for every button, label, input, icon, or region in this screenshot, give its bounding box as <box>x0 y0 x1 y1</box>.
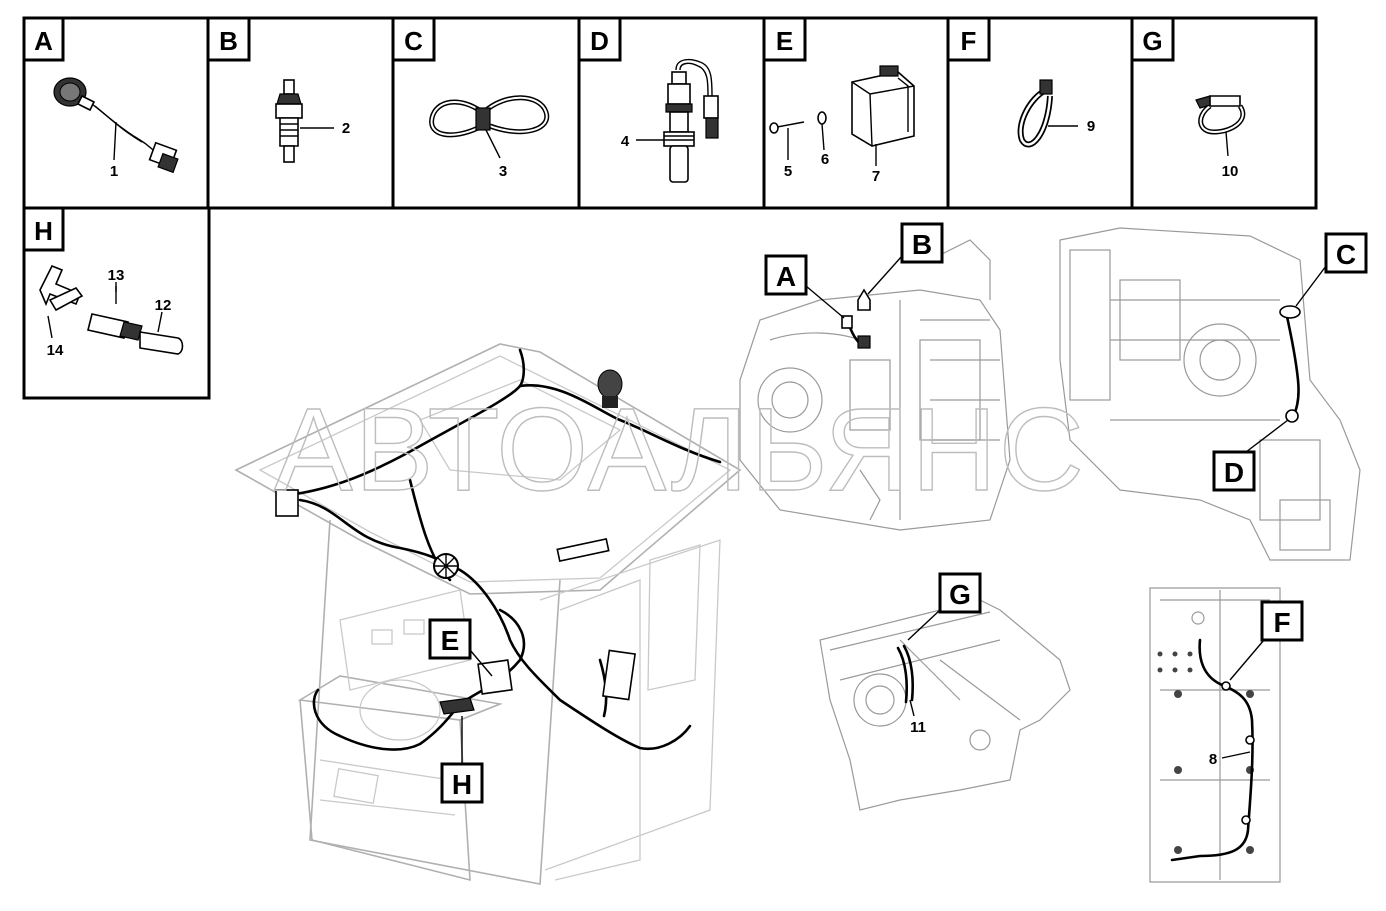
part-number-5: 5 <box>784 163 792 180</box>
switch-bracket-icon <box>39 264 184 355</box>
frame-detail-f: F 8 <box>1149 587 1304 883</box>
parts-panels: A 1 B <box>22 16 1318 400</box>
fan-icon <box>433 553 459 579</box>
callout-h-letter: H <box>452 769 472 800</box>
callout-f-letter: F <box>1273 607 1290 638</box>
callout-e-letter: E <box>441 625 460 656</box>
panel-g: G 10 <box>1130 16 1246 180</box>
part-number-12: 12 <box>155 297 172 314</box>
part-number-7: 7 <box>872 168 880 185</box>
speed-sensor-icon <box>53 77 179 174</box>
callout-f: F <box>1229 600 1304 681</box>
callout-a-letter: A <box>776 261 796 292</box>
panel-h: H 13 12 14 <box>22 206 184 359</box>
cable-tie-icon <box>1017 79 1053 148</box>
panel-c-letter: C <box>404 26 423 56</box>
part-number-8: 8 <box>1209 751 1217 768</box>
frame-detail-g: G 11 <box>819 572 1071 811</box>
part-number-6: 6 <box>821 151 829 168</box>
callout-c: C <box>1295 232 1368 307</box>
double-clamp-icon <box>429 95 550 138</box>
part-number-3: 3 <box>499 163 507 180</box>
callout-b-letter: B <box>912 229 932 260</box>
callout-g: G <box>907 572 982 641</box>
panel-d: D 4 <box>577 16 719 183</box>
part-number-4: 4 <box>621 133 630 150</box>
panel-b-letter: B <box>219 26 238 56</box>
panel-a: A 1 <box>22 16 179 180</box>
panel-e-letter: E <box>776 26 793 56</box>
transmission-right: C D <box>1059 227 1368 561</box>
callout-c-letter: C <box>1336 239 1356 270</box>
panel-a-letter: A <box>34 26 53 56</box>
panel-g-letter: G <box>1142 26 1162 56</box>
callout-h: H <box>440 716 484 804</box>
part-number-11: 11 <box>910 719 926 736</box>
part-number-14: 14 <box>47 342 64 359</box>
transmission-left: A B <box>739 222 1011 531</box>
temperature-sender-icon <box>275 79 303 163</box>
part-number-1: 1 <box>110 163 118 180</box>
panel-e: E 5 6 7 <box>762 16 915 185</box>
part-number-9: 9 <box>1087 118 1095 135</box>
callout-g-letter: G <box>949 579 971 610</box>
cab-illustration: E H <box>234 343 742 885</box>
tie-mount-icon <box>1195 95 1246 135</box>
part-number-10: 10 <box>1222 163 1239 180</box>
callout-e: E <box>428 618 493 677</box>
panel-h-letter: H <box>34 216 53 246</box>
panel-c: C 3 <box>391 16 550 180</box>
callout-b: B <box>867 222 944 295</box>
control-module-icon <box>769 65 915 147</box>
part-number-2: 2 <box>342 120 350 137</box>
oxygen-sensor-icon <box>663 58 719 183</box>
panel-b: B 2 <box>206 16 350 163</box>
callout-d: D <box>1212 419 1289 492</box>
panel-d-letter: D <box>590 26 609 56</box>
panel-f: F 9 <box>946 16 1095 148</box>
part-number-13: 13 <box>108 267 125 284</box>
callout-a: A <box>764 254 845 319</box>
panel-f-letter: F <box>961 26 977 56</box>
watermark: АВТОАЛЬЯНС <box>274 384 1086 516</box>
callout-d-letter: D <box>1224 457 1244 488</box>
beacon-icon <box>597 369 623 408</box>
